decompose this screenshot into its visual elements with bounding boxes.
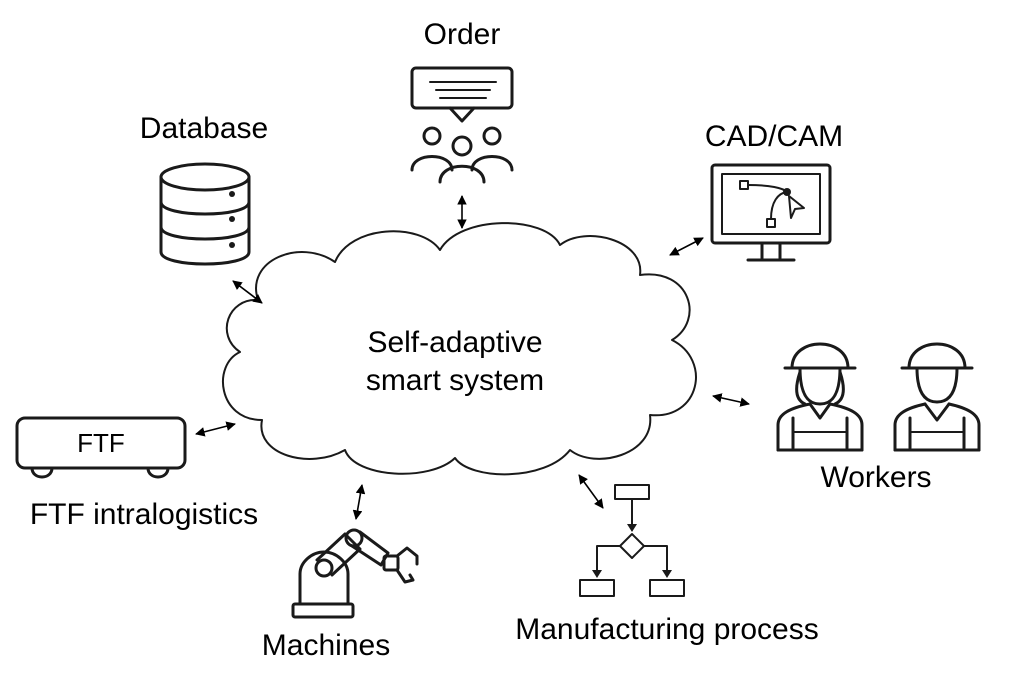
center-title-line2: smart system xyxy=(366,364,544,397)
order-icon xyxy=(410,66,514,184)
manufacturing-connector xyxy=(578,474,604,509)
center-title-line1: Self-adaptive xyxy=(367,326,542,359)
process-flowchart-icon xyxy=(579,484,685,597)
workers-label: Workers xyxy=(820,461,931,494)
ftf-intralogistics-label: FTF intralogistics xyxy=(30,498,258,531)
cad-cam-connector xyxy=(669,237,704,256)
robot-arm-icon xyxy=(291,528,419,619)
ftf-vehicle-icon xyxy=(15,416,187,479)
database-label: Database xyxy=(140,112,268,145)
worker-female-icon xyxy=(776,342,864,452)
order-label: Order xyxy=(424,18,501,51)
worker-male-icon xyxy=(893,342,981,452)
ftf-box-label: FTF xyxy=(77,428,125,458)
database-icon xyxy=(159,162,251,266)
ftf-connector xyxy=(195,421,236,437)
cad-cam-monitor-icon xyxy=(710,163,832,262)
machines-connector xyxy=(352,484,366,520)
manufacturing-process-label: Manufacturing process xyxy=(515,613,819,646)
workers-connector xyxy=(712,393,750,407)
database-connector xyxy=(232,280,263,304)
cad-cam-label: CAD/CAM xyxy=(705,120,843,153)
smart-system-cloud xyxy=(221,222,697,476)
machines-label: Machines xyxy=(262,629,390,662)
